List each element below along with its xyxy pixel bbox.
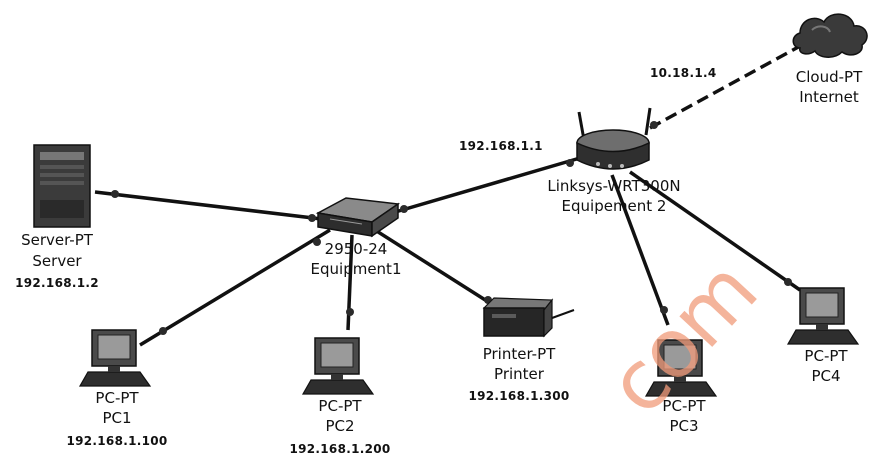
cloud-name-label: Internet: [799, 88, 859, 106]
server-name-label: Server: [32, 252, 81, 270]
port-dot: [308, 214, 316, 222]
pc1-computer-icon[interactable]: [80, 330, 150, 386]
wireless-router-icon[interactable]: [577, 108, 650, 169]
pc1-ip-label: 192.168.1.100: [66, 434, 167, 448]
printer-type-label: Printer-PT: [483, 345, 556, 363]
router-type-label: Linksys-WRT300N: [547, 177, 680, 195]
pc1-type-label: PC-PT: [95, 389, 138, 407]
router-lan-ip-label: 192.168.1.1: [459, 139, 543, 153]
server-icon[interactable]: [34, 145, 90, 227]
pc2-computer-icon[interactable]: [303, 338, 373, 394]
pc3-name-label: PC3: [669, 417, 698, 435]
cloud-icon[interactable]: [793, 14, 867, 57]
port-dot: [784, 278, 792, 286]
pc4-computer-icon[interactable]: [788, 288, 858, 344]
port-dot: [111, 190, 119, 198]
printer-ip-label: 192.168.1.300: [468, 389, 569, 403]
switch-type-label: 2950-24: [325, 240, 388, 258]
port-dot: [566, 159, 574, 167]
pc3-type-label: PC-PT: [662, 397, 705, 415]
printer-name-label: Printer: [494, 365, 544, 383]
pc2-type-label: PC-PT: [318, 397, 361, 415]
switch-name-label: Equipment1: [311, 260, 402, 278]
pc4-name-label: PC4: [811, 367, 840, 385]
router-name-label: Equipement 2: [562, 197, 667, 215]
cloud-type-label: Cloud-PT: [796, 68, 862, 86]
port-dot: [346, 308, 354, 316]
server-type-label: Server-PT: [21, 231, 93, 249]
port-dot: [159, 327, 167, 335]
cable-switch-pc1: [140, 230, 330, 345]
cable-router-cloud: [650, 45, 802, 128]
port-dot: [400, 205, 408, 213]
pc2-name-label: PC2: [325, 417, 354, 435]
server-ip-label: 192.168.1.2: [15, 276, 99, 290]
port-dot: [650, 121, 658, 129]
port-dot: [313, 238, 321, 246]
pc1-name-label: PC1: [102, 409, 131, 427]
cloud-wan-ip-label: 10.18.1.4: [650, 66, 716, 80]
pc2-ip-label: 192.168.1.200: [289, 442, 390, 456]
printer-icon[interactable]: [484, 298, 574, 336]
cable-server-switch: [95, 192, 330, 220]
pc4-type-label: PC-PT: [804, 347, 847, 365]
